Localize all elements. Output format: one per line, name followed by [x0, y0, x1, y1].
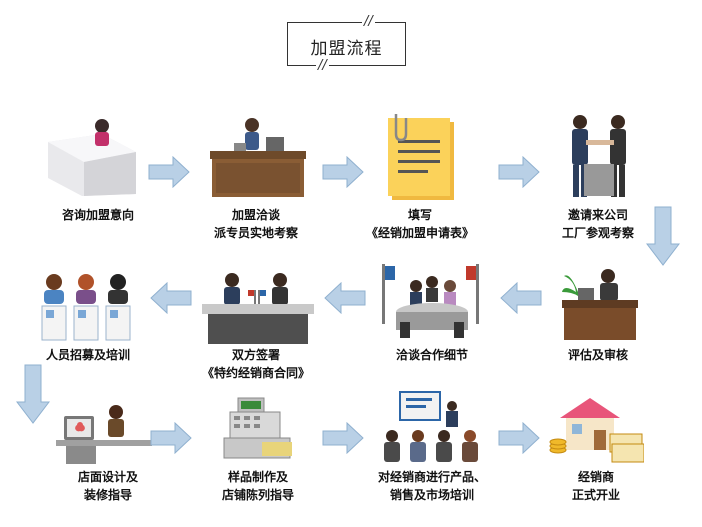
step-5-label: 评估及审核: [523, 346, 673, 364]
arrow-right-icon: [148, 156, 190, 188]
step-10-label: 样品制作及 店铺陈列指导: [183, 468, 333, 504]
step-10-line-2: 店铺陈列指导: [221, 488, 294, 502]
step-7-line-1: 双方签署: [231, 348, 280, 362]
arrow-down-icon: [646, 206, 680, 266]
step-9-label: 店面设计及 装修指导: [33, 468, 183, 504]
step-7-label: 双方签署 《特约经销商合同》: [181, 346, 331, 382]
step-7-line-2: 《特约经销商合同》: [201, 366, 310, 380]
step-2-line-1: 加盟洽谈: [231, 208, 280, 222]
step-8-line-1: 人员招募及培训: [45, 348, 130, 362]
cash-register-icon: [223, 397, 292, 459]
step-2-line-2: 派专员实地考察: [213, 226, 298, 240]
title-slash-bottom: //: [316, 58, 329, 73]
contract-signing-icon: [202, 273, 314, 344]
step-5-line-1: 评估及审核: [567, 348, 628, 362]
arrow-right-icon: [322, 422, 364, 454]
arrow-right-icon: [498, 156, 540, 188]
arrow-left-icon: [150, 282, 192, 314]
step-11-line-1: 对经销商进行产品、: [377, 470, 486, 484]
step-12-label: 经销商 正式开业: [521, 468, 671, 504]
arrow-left-icon: [500, 282, 542, 314]
title-slash-top: //: [362, 14, 375, 29]
arrow-right-icon: [150, 422, 192, 454]
staff-profiles-icon: [41, 274, 131, 341]
step-11-line-2: 销售及市场培训: [389, 488, 474, 502]
step-6-line-1: 洽谈合作细节: [395, 348, 468, 362]
arrow-right-icon: [322, 156, 364, 188]
step-3-line-2: 《经销加盟申请表》: [365, 226, 474, 240]
step-3-label: 填写 《经销加盟申请表》: [345, 206, 495, 242]
arrow-right-icon: [498, 422, 540, 454]
arrow-left-icon: [324, 282, 366, 314]
training-presentation-icon: [384, 391, 478, 462]
step-2-label: 加盟洽谈 派专员实地考察: [181, 206, 331, 242]
step-12-line-2: 正式开业: [571, 488, 620, 502]
step-1-line-1: 咨询加盟意向: [61, 208, 134, 222]
step-11-label: 对经销商进行产品、 销售及市场培训: [357, 468, 507, 504]
step-8-label: 人员招募及培训: [13, 346, 163, 364]
application-form-icon: [388, 114, 454, 200]
title-box: 加盟流程: [287, 22, 406, 66]
office-desk-meeting-icon: [210, 118, 306, 197]
house-coins-icon: [549, 398, 644, 463]
arrow-down-icon: [16, 364, 50, 424]
step-10-line-1: 样品制作及: [227, 470, 288, 484]
page-title: 加盟流程: [310, 39, 383, 59]
step-9-line-1: 店面设计及: [77, 470, 138, 484]
step-9-line-2: 装修指导: [83, 488, 132, 502]
step-3-line-1: 填写: [407, 208, 432, 222]
step-4-label: 邀请来公司 工厂参观考察: [523, 206, 673, 242]
step-12-line-1: 经销商: [577, 470, 614, 484]
reception-desk-icon: [48, 119, 136, 196]
conference-table-icon: [382, 264, 479, 338]
step-1-label: 咨询加盟意向: [23, 206, 173, 224]
handshake-icon: [572, 115, 626, 197]
step-4-line-1: 邀请来公司: [567, 208, 628, 222]
step-6-label: 洽谈合作细节: [357, 346, 507, 364]
step-4-line-2: 工厂参观考察: [561, 226, 634, 240]
designer-computer-icon: [56, 405, 152, 464]
manager-desk-icon: [562, 269, 638, 340]
